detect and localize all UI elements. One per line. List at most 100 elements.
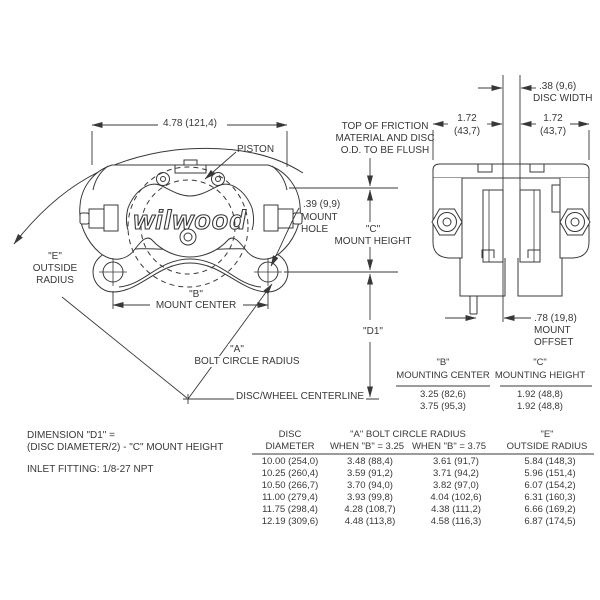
flush-note-2: MATERIAL AND DISC <box>335 133 435 144</box>
mount-hole-right-cross <box>254 258 282 286</box>
size-table-cell: 11.75 (298,4) <box>262 504 318 515</box>
size-table-cell: 4.48 (113,8) <box>344 516 396 527</box>
bridge-tabs <box>174 159 207 174</box>
front-dimensions <box>61 122 398 404</box>
d1-formula-line-1: DIMENSION "D1" = <box>27 430 115 441</box>
flush-note-3: O.D. TO BE FLUSH <box>340 145 430 156</box>
logo-emblem <box>179 228 197 246</box>
mount-hole-label-2: MOUNT <box>301 212 338 223</box>
mount-table-c-header-1: "C" <box>533 357 547 368</box>
body-detail <box>92 165 109 191</box>
piston-label: PISTON <box>237 144 275 155</box>
a-radius-label-1: "A" <box>228 344 246 355</box>
disc-width-label-1: .38 (9,6) <box>539 81 577 92</box>
size-table-col1-header-1: DISC <box>278 429 302 440</box>
size-table-cell: 4.04 (102,6) <box>430 492 482 503</box>
size-table-cell: 4.58 (116,3) <box>430 516 482 527</box>
size-table-cell: 6.31 (160,3) <box>524 492 576 503</box>
size-table-cell: 4.28 (108,7) <box>344 504 396 515</box>
size-table-cell: 6.87 (174,5) <box>524 516 576 527</box>
mount-hole-label-1: .39 (9,9) <box>303 199 341 210</box>
c-height-label-2: MOUNT HEIGHT <box>332 236 414 247</box>
front-view-drawing <box>13 147 304 293</box>
mount-hole-label-3: HOLE <box>301 224 329 235</box>
size-table-cell: 3.71 (94,2) <box>433 468 479 479</box>
size-table-col3-header: WHEN "B" = 3.75 <box>411 441 487 452</box>
size-table-cell: 3.59 (91,2) <box>347 468 393 479</box>
hex-bolt-right <box>559 208 591 236</box>
d1-formula-line-2: (DISC DIAMETER/2) - "C" MOUNT HEIGHT <box>27 442 224 453</box>
size-table-col2-header: WHEN "B" = 3.25 <box>329 441 405 452</box>
mount-table-cell: 1.92 (48,8) <box>517 389 563 400</box>
mount-hole-left-cross <box>99 258 127 286</box>
e-radius-arc <box>13 147 304 245</box>
size-table-cell: 10.50 (266,7) <box>261 480 319 491</box>
mount-table-c-header-2: MOUNTING HEIGHT <box>494 370 586 381</box>
mount-offset-label-1: .78 (19,8) <box>534 313 577 324</box>
bottom-body <box>459 258 563 297</box>
right-172-label-1: 1.72 <box>543 113 563 124</box>
size-table-cell: 3.48 (88,4) <box>347 456 393 467</box>
size-table-cell: 3.82 (97,0) <box>433 480 479 491</box>
size-table-col23-header: "A" BOLT CIRCLE RADIUS <box>350 429 466 440</box>
size-table-col4-header-1: "E" <box>540 429 554 440</box>
pad-dashed-circle <box>127 166 249 288</box>
mount-table-b-header-2: MOUNTING CENTER <box>396 370 490 381</box>
mount-table-cell: 3.25 (82,6) <box>420 389 466 400</box>
pad-left <box>482 189 504 263</box>
disc-width-label-2: DISC WIDTH <box>533 93 593 104</box>
pad-right <box>519 189 541 263</box>
size-table-cell: 10.25 (260,4) <box>261 468 319 479</box>
mount-hole-leader <box>270 207 300 267</box>
size-table-cell: 4.38 (111,2) <box>431 504 481 515</box>
a-radius-leader <box>187 283 273 400</box>
size-table-cell: 3.93 (99,8) <box>347 492 393 503</box>
bottom-tabs <box>481 249 541 258</box>
b-center-label-1: "B" <box>189 289 203 300</box>
size-table-cell: 6.07 (154,2) <box>524 480 576 491</box>
piston-dashed-circle <box>140 179 236 275</box>
size-table-cell: 5.96 (151,4) <box>524 468 576 479</box>
disc-lines <box>502 75 521 322</box>
c-height-label-1: "C" <box>363 224 383 235</box>
size-table-cell: 6.66 (169,2) <box>524 504 576 515</box>
flush-note-1: TOP OF FRICTION <box>341 121 429 132</box>
centerline-label: DISC/WHEEL CENTERLINE <box>234 391 366 402</box>
hex-bolt-left <box>431 208 463 236</box>
casting-line <box>126 207 254 231</box>
e-radius-leader <box>61 296 188 399</box>
mount-table-b-header-1: "B" <box>436 357 450 368</box>
casting-line <box>127 183 253 209</box>
table-rules <box>252 385 594 455</box>
piston-leader <box>204 151 237 180</box>
left-172-label-2: (43,7) <box>453 126 481 137</box>
mount-table-cell: 3.75 (95,3) <box>420 401 466 412</box>
inlet-fitting-note: INLET FITTING: 1/8-27 NPT <box>27 464 154 475</box>
size-table-cell: 11.00 (279,4) <box>262 492 318 503</box>
mount-offset-label-2: MOUNT <box>534 325 571 336</box>
size-table-cell: 5.84 (148,3) <box>524 456 576 467</box>
bridge-notches <box>477 164 545 173</box>
left-172-label-1: 1.72 <box>457 113 477 124</box>
a-radius-label-2: BOLT CIRCLE RADIUS <box>192 356 302 367</box>
bleeder-left <box>79 204 119 232</box>
width-dim-label: 4.78 (121,4) <box>161 118 219 129</box>
ext-line <box>91 131 288 167</box>
boss-circle <box>215 176 221 182</box>
e-radius-label-3: RADIUS <box>36 275 74 286</box>
right-bracket <box>551 184 560 213</box>
body-detail <box>271 165 288 191</box>
side-view-drawing <box>431 75 591 322</box>
d1-label: "D1" <box>361 326 385 337</box>
wilwood-logo: wilwood <box>133 205 246 235</box>
e-radius-label-2: OUTSIDE <box>32 263 78 274</box>
boss-circle <box>160 176 166 182</box>
mount-offset-label-3: OFFSET <box>534 337 574 348</box>
size-table-cell: 3.70 (94,0) <box>347 480 393 491</box>
b-center-label-2: MOUNT CENTER <box>155 300 237 311</box>
caliper-body <box>79 164 301 260</box>
size-table-col4-header-2: OUTSIDE RADIUS <box>506 441 588 452</box>
size-table-cell: 12.19 (309,6) <box>261 516 319 527</box>
mount-wing-inner-line <box>118 258 262 288</box>
